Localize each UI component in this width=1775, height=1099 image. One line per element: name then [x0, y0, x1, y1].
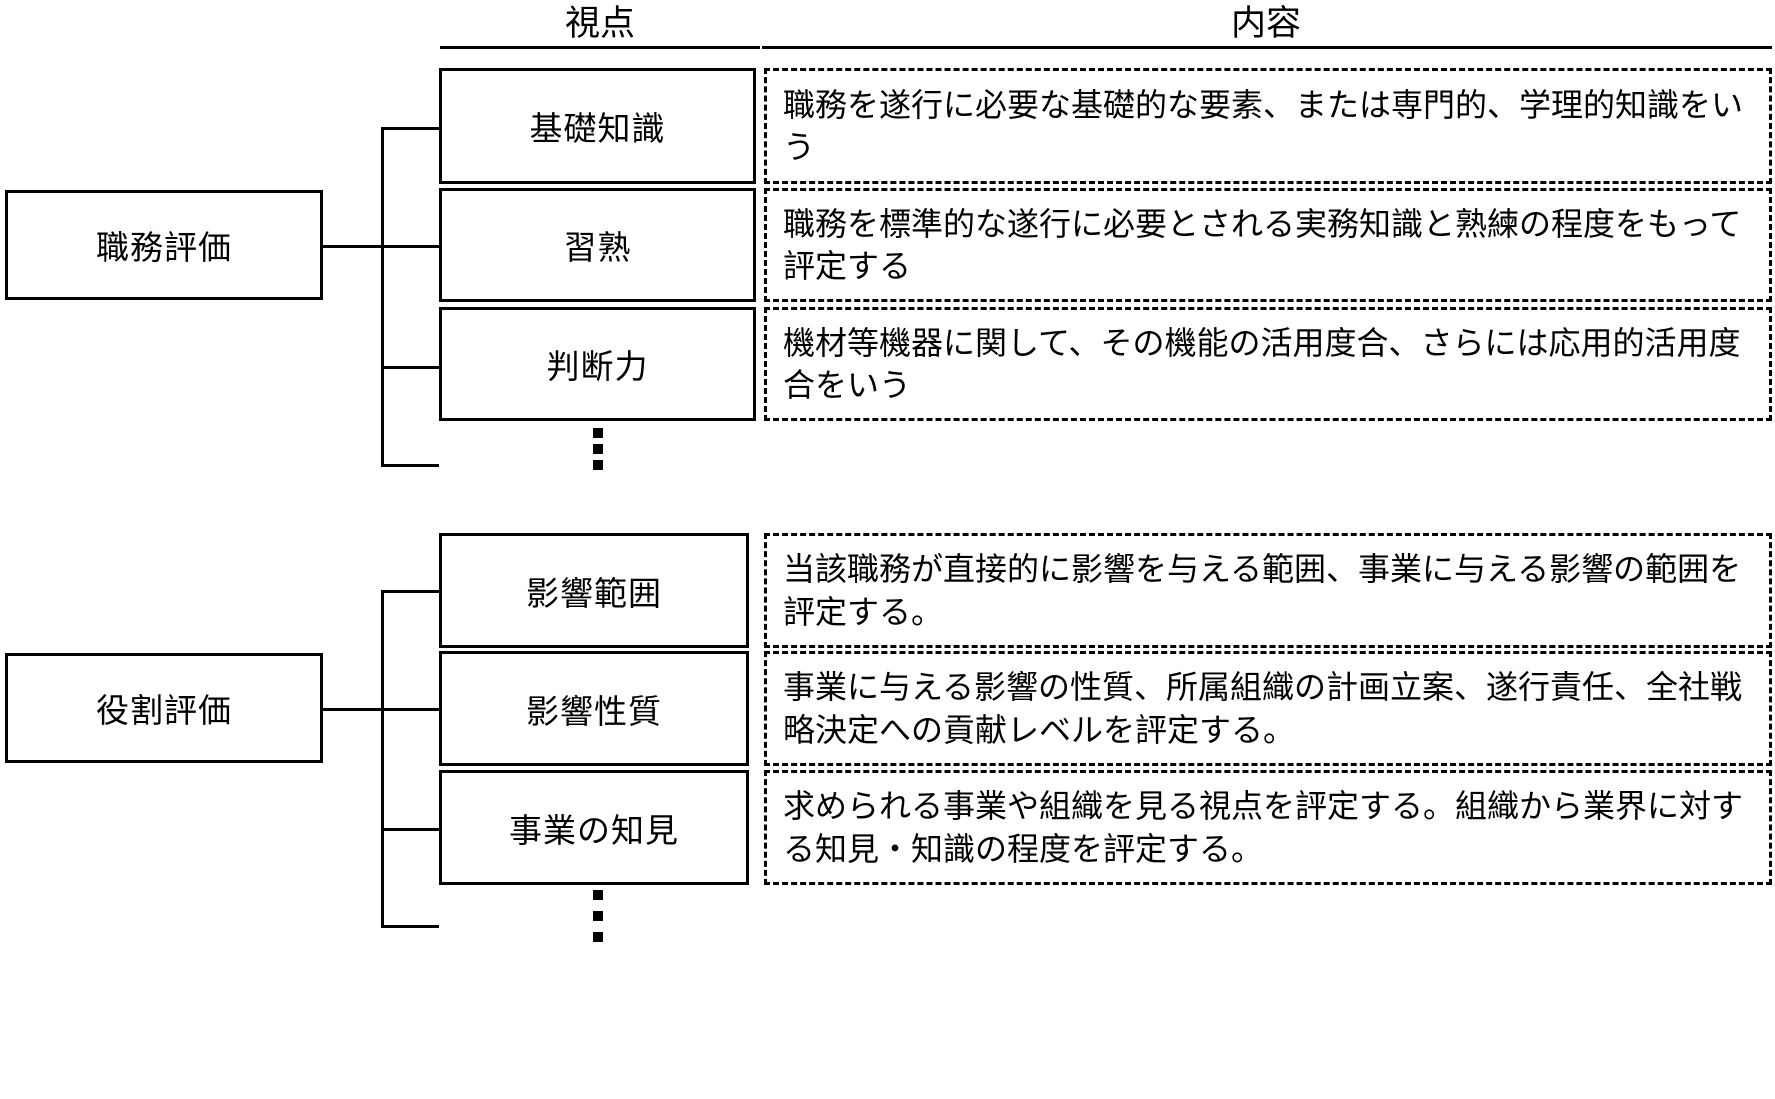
column-rule-viewpoint [440, 46, 760, 49]
viewpoint-box-1-1[interactable]: 基礎知識 [439, 68, 756, 184]
connector-spine-1 [381, 127, 384, 465]
connector-root-trunk-2 [323, 708, 381, 711]
content-text-2-2: 事業に与える影響の性質、所属組織の計画立案、遂行責任、全社戦略決定への貢献レベル… [783, 669, 1743, 748]
content-box-2-3[interactable]: 求められる事業や組織を見る視点を評定する。組織から業界に対する知見・知識の程度を… [764, 770, 1772, 885]
connector-branch-2-1 [381, 590, 439, 593]
connector-root-trunk-1 [323, 245, 381, 248]
viewpoint-box-2-2[interactable]: 影響性質 [439, 651, 749, 766]
connector-branch-1-3 [381, 366, 439, 369]
viewpoint-box-1-2[interactable]: 習熟 [439, 188, 756, 302]
connector-branch-1-1 [381, 127, 439, 130]
connector-branch-2-4 [381, 925, 439, 928]
connector-spine-2 [381, 590, 384, 926]
root-box-role-evaluation[interactable]: 役割評価 [5, 653, 323, 763]
connector-branch-1-4 [381, 464, 439, 467]
connector-branch-2-3 [381, 828, 439, 831]
more-rows-indicator-2 [592, 890, 604, 942]
content-text-2-3: 求められる事業や組織を見る視点を評定する。組織から業界に対する知見・知識の程度を… [783, 788, 1744, 867]
content-box-2-1[interactable]: 当該職務が直接的に影響を与える範囲、事業に与える影響の範囲を評定する。 [764, 533, 1772, 648]
connector-branch-2-2 [381, 708, 439, 711]
column-header-viewpoint: 視点 [564, 4, 635, 43]
viewpoint-box-2-1[interactable]: 影響範囲 [439, 533, 749, 648]
column-header-content: 内容 [1230, 4, 1301, 43]
column-rule-content [762, 46, 1772, 49]
content-text-1-2: 職務を標準的な遂行に必要とされる実務知識と熟練の程度をもって評定する [783, 205, 1742, 284]
content-box-1-2[interactable]: 職務を標準的な遂行に必要とされる実務知識と熟練の程度をもって評定する [764, 188, 1772, 302]
content-box-1-3[interactable]: 機材等機器に関して、その機能の活用度合、さらには応用的活用度合をいう [764, 307, 1772, 421]
content-text-1-3: 機材等機器に関して、その機能の活用度合、さらには応用的活用度合をいう [783, 324, 1741, 403]
content-text-2-1: 当該職務が直接的に影響を与える範囲、事業に与える影響の範囲を評定する。 [783, 551, 1742, 630]
connector-branch-1-2 [381, 245, 439, 248]
content-box-1-1[interactable]: 職務を遂行に必要な基礎的な要素、または専門的、学理的知識をいう [764, 68, 1772, 184]
viewpoint-box-2-3[interactable]: 事業の知見 [439, 770, 749, 885]
viewpoint-box-1-3[interactable]: 判断力 [439, 307, 756, 421]
content-text-1-1: 職務を遂行に必要な基礎的な要素、または専門的、学理的知識をいう [783, 86, 1744, 165]
more-rows-indicator-1 [592, 428, 604, 470]
content-box-2-2[interactable]: 事業に与える影響の性質、所属組織の計画立案、遂行責任、全社戦略決定への貢献レベル… [764, 651, 1772, 766]
root-box-job-evaluation[interactable]: 職務評価 [5, 190, 323, 300]
